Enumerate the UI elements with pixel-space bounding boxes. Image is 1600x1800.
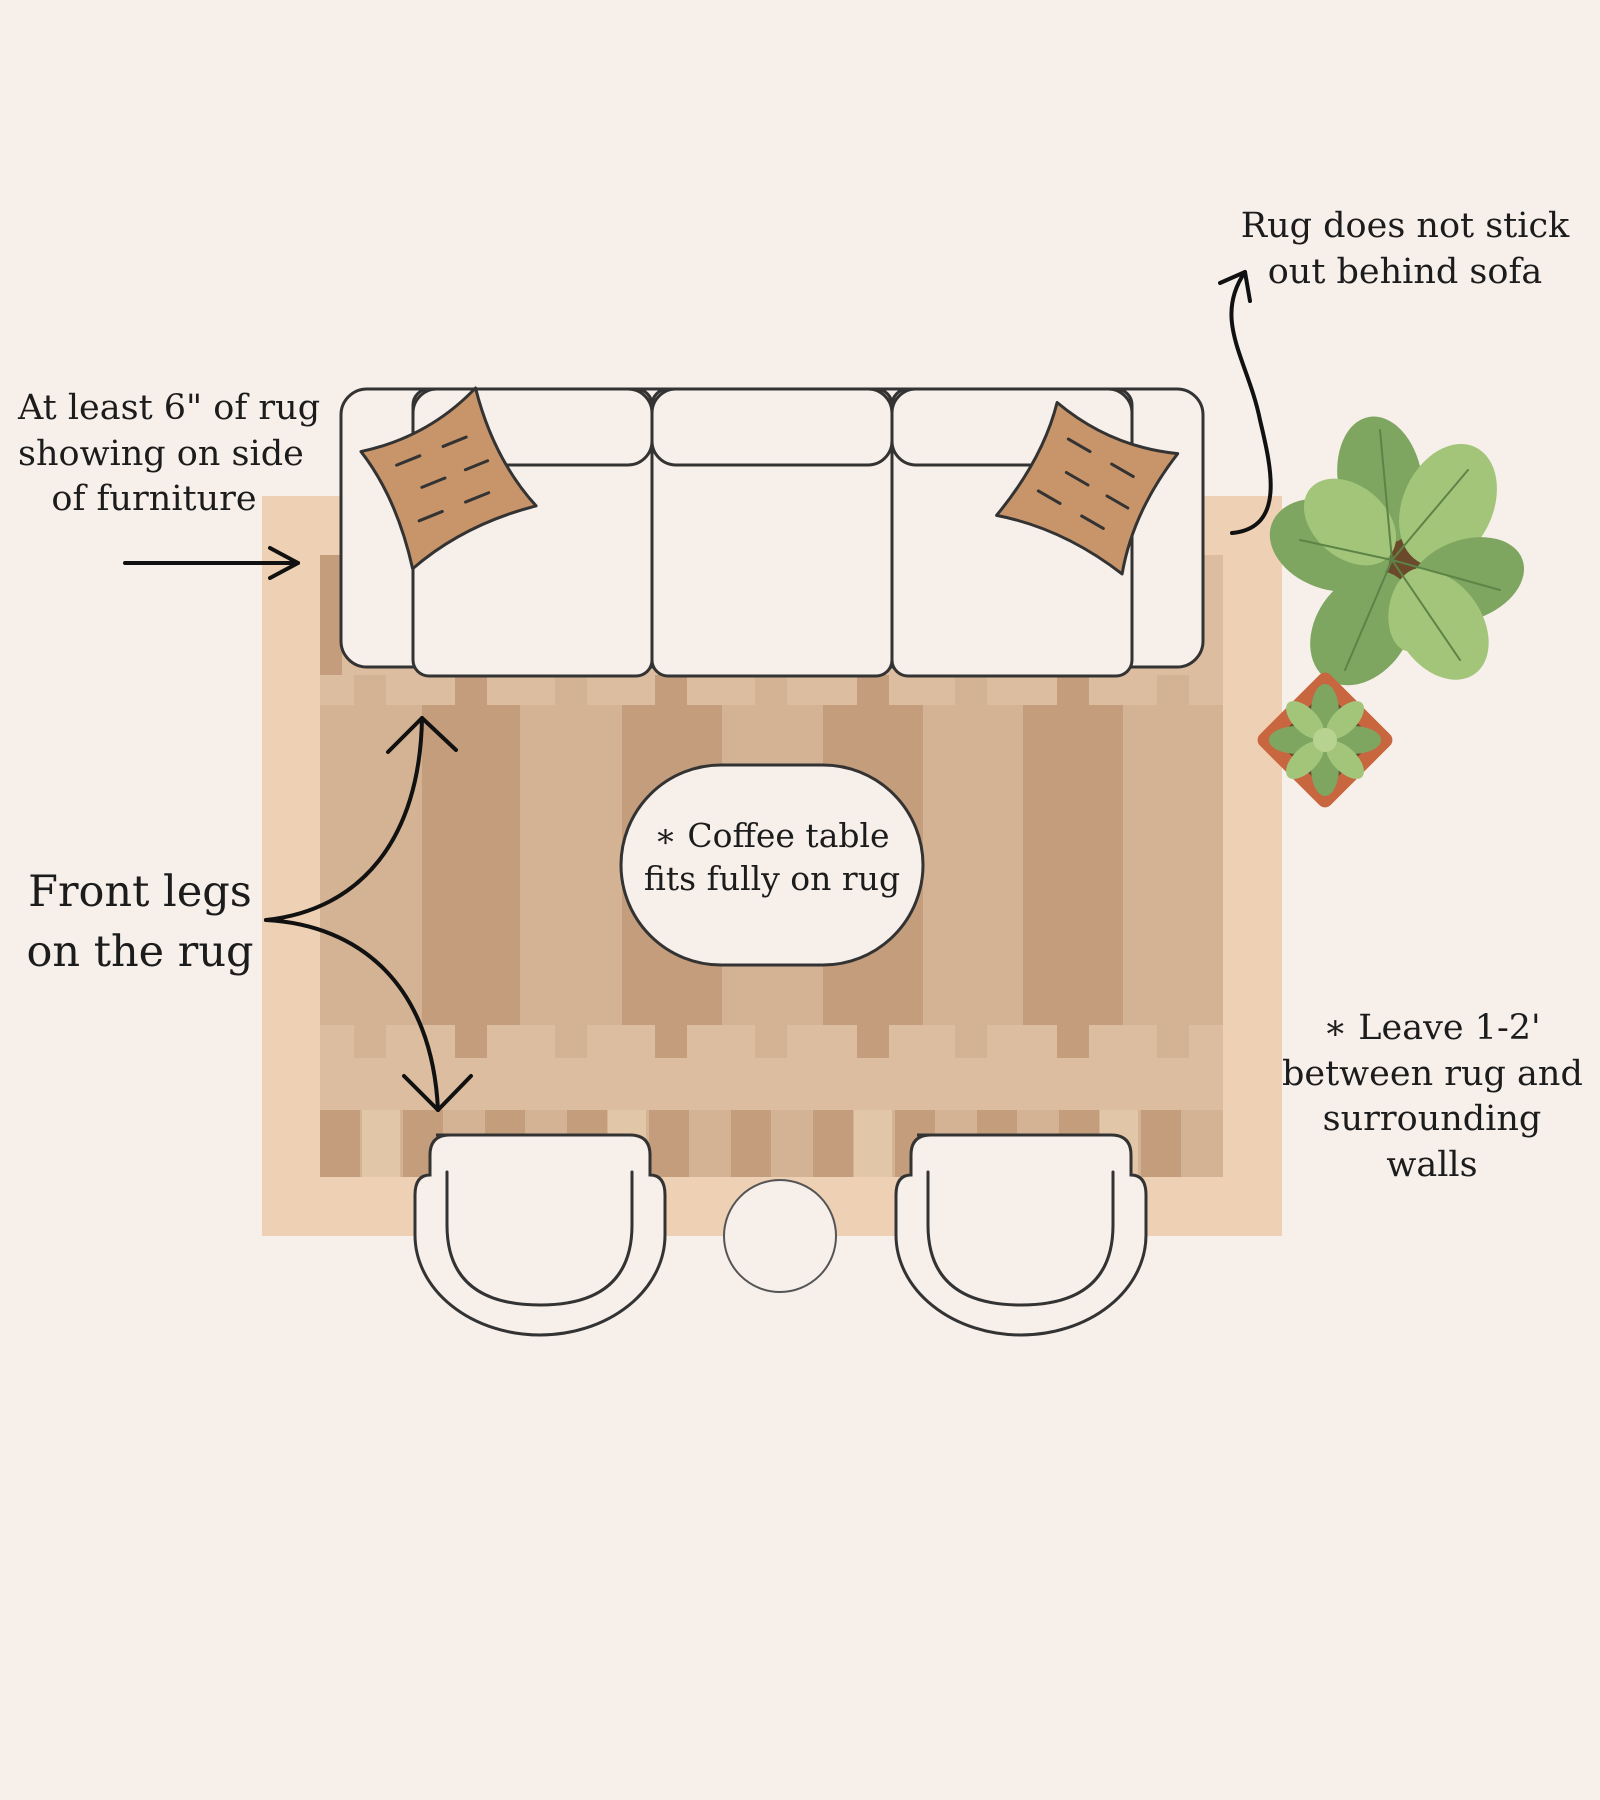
pillow-shape <box>359 386 538 571</box>
rug-check <box>1057 675 1089 705</box>
note-rug-side: At least 6" of rug showing on side of fu… <box>18 386 321 523</box>
rug-fringe-block <box>1141 1110 1181 1177</box>
note-line: walls <box>1386 1144 1478 1185</box>
note-line: showing on side <box>18 433 304 474</box>
arrow-icon <box>264 716 458 922</box>
note-line: surrounding <box>1322 1099 1542 1139</box>
rug-check <box>1157 1025 1189 1058</box>
rug-check <box>354 1025 386 1058</box>
plant-leaf-veins <box>1299 429 1501 671</box>
note-line: between rug and <box>1282 1053 1583 1094</box>
note-walls: ∗ Leave 1-2' between rug and surrounding… <box>1282 1006 1583 1188</box>
succulent-leaf <box>1286 741 1324 779</box>
note-behind-sofa: Rug does not stick out behind sofa <box>1240 204 1570 295</box>
rug-fringe-block <box>854 1110 892 1177</box>
rug-top-light-checks <box>354 675 1189 705</box>
armchair-body <box>894 1133 1148 1337</box>
rug-check <box>655 675 687 705</box>
rug-check <box>857 1025 889 1058</box>
note-line: ∗ Leave 1-2' <box>1323 1008 1541 1048</box>
rug-check <box>354 675 386 705</box>
rug-fringe-block <box>731 1110 771 1177</box>
rug-check <box>857 675 889 705</box>
plant-leaf <box>1388 568 1442 652</box>
note-front-legs: Front legs on the rug <box>22 862 258 982</box>
rug-stripe <box>422 705 520 1025</box>
armchair-icon <box>413 1133 667 1337</box>
pillow-icon <box>995 401 1180 576</box>
rug-fringe-block <box>362 1110 400 1177</box>
armchair-seat <box>926 1170 1115 1307</box>
armchair-body <box>413 1133 667 1337</box>
rug-fringe-block <box>649 1110 689 1177</box>
rug-check <box>755 675 787 705</box>
coffee-table-icon <box>619 763 925 967</box>
succulent-leaf <box>1326 701 1364 739</box>
pillow-shape <box>995 401 1180 576</box>
note-coffee-table: ∗ Coffee table fits fully on rug <box>636 815 908 901</box>
succulent-leaf <box>1326 741 1364 779</box>
succulent-center <box>1313 728 1337 752</box>
rug-top-checks <box>320 555 1089 705</box>
plant-leaves <box>1269 416 1525 686</box>
side-table-icon <box>723 1179 837 1293</box>
plant-leaf <box>1399 443 1497 567</box>
rug-check <box>955 1025 987 1058</box>
note-line: fits fully on rug <box>643 858 901 898</box>
rug-check <box>455 675 487 705</box>
arrow-icon <box>123 546 300 580</box>
pillow-stitches <box>395 435 491 523</box>
armchair-icon <box>894 1133 1148 1337</box>
arrow-icon <box>1218 270 1273 535</box>
rug-fringe-block <box>320 1110 360 1177</box>
armchair-seat <box>445 1170 634 1307</box>
succulent-leaves <box>1269 684 1381 796</box>
pillow-icon <box>359 386 538 571</box>
rug-check <box>755 1025 787 1058</box>
rug-check <box>955 675 987 705</box>
arrow-icon <box>264 918 473 1112</box>
rug-check <box>655 1025 687 1058</box>
rug-bottom-light-checks <box>354 1025 1189 1058</box>
rug-fringe-block <box>813 1110 853 1177</box>
rug-check <box>555 1025 587 1058</box>
rug-check <box>1057 1025 1089 1058</box>
note-line: on the rug <box>26 927 254 978</box>
succulent-icon <box>1257 672 1393 808</box>
note-line: ∗ Coffee table <box>654 816 890 855</box>
note-line: At least 6" of rug <box>18 388 321 428</box>
rug-stripe <box>1023 705 1123 1025</box>
note-line: Rug does not stick <box>1240 206 1570 246</box>
plant-icon <box>1269 416 1525 686</box>
note-line: out behind sofa <box>1267 251 1543 292</box>
succulent-leaf <box>1286 701 1324 739</box>
rug-check <box>455 1025 487 1058</box>
rug-check <box>555 675 587 705</box>
note-line: of furniture <box>51 479 257 519</box>
sofa-back-middle <box>650 387 894 467</box>
rug-check <box>1157 675 1189 705</box>
rug-check <box>320 555 342 675</box>
plant-leaf <box>1303 478 1397 566</box>
pillow-stitches <box>1036 437 1135 530</box>
rug-bottom-checks <box>455 1025 1089 1058</box>
note-line: Front legs <box>28 867 252 917</box>
